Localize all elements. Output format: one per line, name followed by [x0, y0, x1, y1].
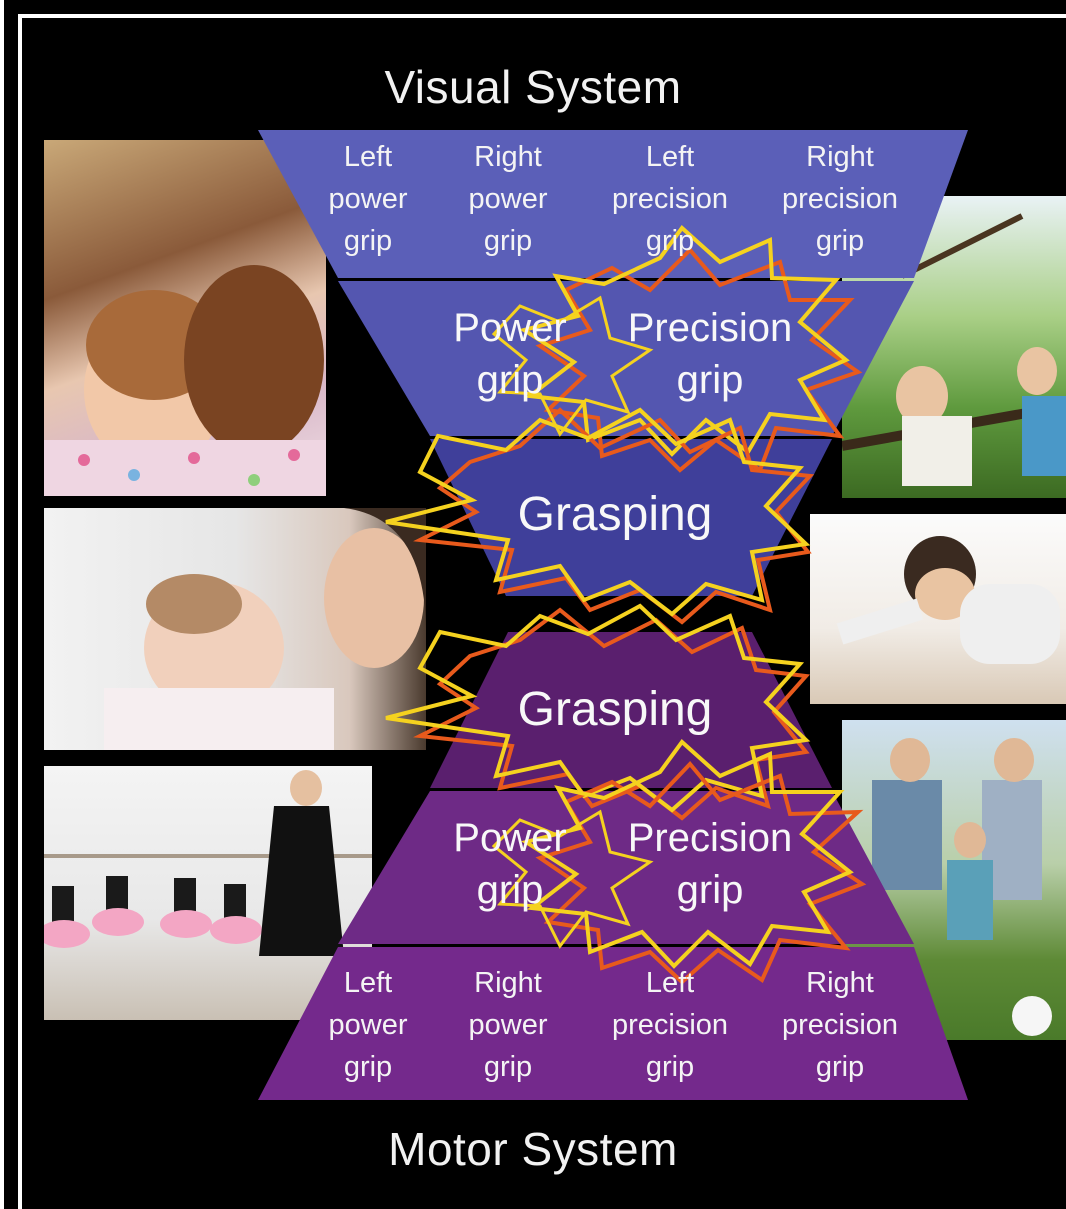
- motor-grasping-label: Grasping: [517, 683, 713, 736]
- frame-border-left: [0, 0, 4, 1209]
- visual-left-power-grip-label: Left power grip: [328, 141, 408, 257]
- frame-border-top: [18, 14, 1066, 18]
- motor-left-precision-grip-label: Left precision grip: [611, 967, 729, 1083]
- motor-right-precision-grip-label: Right precision grip: [781, 967, 899, 1083]
- ballet-class-photo: [44, 766, 372, 1020]
- visual-right-power-grip-label: Right power grip: [468, 141, 548, 257]
- visual-grasping-burst-outline: [385, 407, 811, 617]
- mother-and-baby-photo: [44, 508, 426, 750]
- visual-right-precision-grip-label: Right precision grip: [781, 141, 899, 257]
- motor-level-grips: [338, 791, 914, 944]
- crawling-baby-photo: [810, 514, 1066, 704]
- motor-power-grip-label: Power grip: [453, 816, 567, 912]
- motor-system-title: Motor System: [388, 1123, 678, 1175]
- motor-level-grasping: [430, 632, 832, 788]
- visual-grasping-label: Grasping: [517, 488, 713, 541]
- visual-grasping-burst: [413, 407, 815, 625]
- motor-precision-burst-outline: [521, 739, 854, 969]
- toddlers-hugging-photo: [44, 140, 326, 496]
- visual-power-burst: [491, 295, 654, 437]
- motor-precision-grip-label: Precision grip: [627, 816, 793, 912]
- motor-right-power-grip-label: Right power grip: [468, 967, 548, 1083]
- frame-border-inner-left: [18, 14, 22, 1209]
- visual-level-grips: [338, 281, 914, 436]
- motor-grasping-burst-outline: [385, 603, 811, 813]
- visual-level-grasping: [430, 439, 832, 596]
- motor-left-power-grip-label: Left power grip: [328, 967, 408, 1083]
- visual-level-cells: [258, 130, 968, 278]
- visual-precision-grip-label: Precision grip: [627, 306, 793, 402]
- visual-power-grip-label: Power grip: [453, 306, 567, 402]
- motor-level-cells: [258, 947, 968, 1100]
- visual-system-title: Visual System: [384, 61, 682, 113]
- visual-left-precision-grip-label: Left precision grip: [611, 141, 729, 257]
- visual-precision-burst-outline: [519, 225, 850, 457]
- motor-power-burst: [491, 809, 654, 949]
